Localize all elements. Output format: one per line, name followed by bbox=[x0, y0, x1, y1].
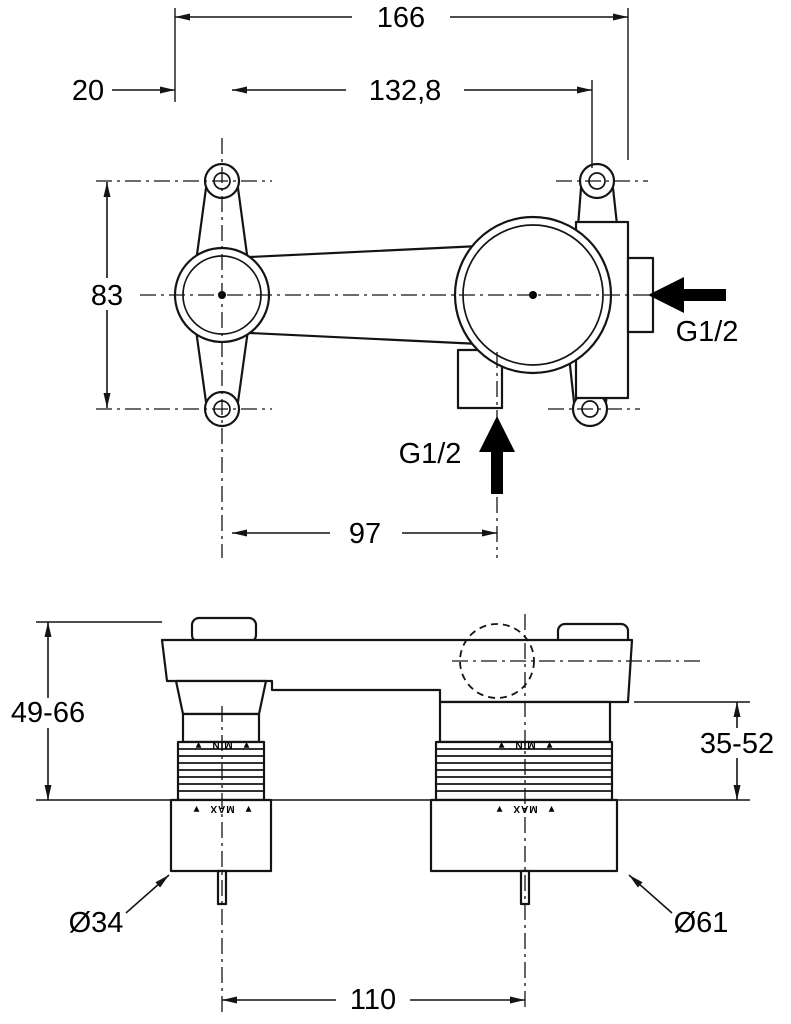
centerlines-section bbox=[221, 614, 700, 1012]
dim-total-width: 166 bbox=[174, 2, 629, 160]
dim-total-width-label: 166 bbox=[377, 2, 425, 34]
dim-depth-left-label: 49-66 bbox=[11, 697, 85, 729]
label-backing bbox=[346, 75, 464, 105]
left-leg-threads bbox=[178, 748, 264, 792]
label-backing bbox=[4, 698, 92, 728]
left-leg bbox=[169, 679, 273, 906]
set-screw-left bbox=[190, 616, 258, 644]
dim-depth-right: 35-52 bbox=[634, 701, 786, 800]
dim-hole-spacing: 132,8 bbox=[232, 75, 593, 168]
dim-dia-right: Ø61 bbox=[628, 874, 729, 939]
max-label: MAX bbox=[512, 803, 537, 814]
left-max-marking: ▼ MAX ▼ bbox=[191, 803, 254, 814]
max-marker-icon: ▼ bbox=[243, 803, 254, 814]
dim-edge-offset: 20 bbox=[72, 75, 175, 107]
min-marker-icon: ▼ bbox=[193, 739, 204, 750]
dim-outlet-spacing: 110 bbox=[222, 984, 525, 1016]
left-min-marking: ▼ MIN ▼ bbox=[193, 739, 252, 750]
right-min-marking: ▼ MIN ▼ bbox=[496, 739, 555, 750]
min-label: MIN bbox=[211, 739, 232, 750]
dim-depth-right-label: 35-52 bbox=[700, 728, 774, 760]
right-leg-sleeve bbox=[429, 798, 619, 873]
dim-edge-offset-label: 20 bbox=[72, 75, 104, 107]
front-view: 166 132,8 20 83 97 G1/2 bbox=[72, 2, 738, 558]
thread-side-label: G1/2 bbox=[676, 316, 739, 348]
dim-inlet-offset-label: 97 bbox=[349, 518, 381, 550]
min-label: MIN bbox=[514, 739, 535, 750]
label-backing bbox=[330, 517, 402, 549]
dim-hole-height-label: 83 bbox=[91, 280, 123, 312]
section-view: ▼ MIN ▼ ▼ MAX ▼ ▼ MIN ▼ ▼ MAX ▼ bbox=[4, 614, 786, 1016]
dim-dia-left: Ø34 bbox=[69, 874, 170, 939]
right-leg bbox=[429, 700, 619, 906]
dim-depth-left: 49-66 bbox=[4, 621, 162, 800]
left-leg-neck bbox=[181, 712, 261, 744]
label-backing bbox=[352, 2, 450, 32]
dim-inlet-offset: 97 bbox=[232, 517, 497, 550]
label-backing bbox=[336, 984, 410, 1014]
dim-hole-spacing-label: 132,8 bbox=[369, 75, 442, 107]
leader-line bbox=[628, 874, 673, 914]
max-label: MAX bbox=[209, 803, 234, 814]
flow-arrow-left-icon bbox=[648, 277, 726, 313]
dim-hole-height: 83 bbox=[80, 182, 134, 408]
max-marker-icon: ▼ bbox=[494, 803, 505, 814]
label-backing bbox=[80, 278, 134, 310]
max-marker-icon: ▼ bbox=[191, 803, 202, 814]
bottom-connection: G1/2 bbox=[399, 416, 515, 494]
depth-markings: ▼ MIN ▼ ▼ MAX ▼ ▼ MIN ▼ ▼ MAX ▼ bbox=[191, 739, 557, 814]
right-leg-threads bbox=[436, 748, 612, 792]
left-leg-sleeve bbox=[169, 798, 273, 873]
label-backing bbox=[692, 728, 786, 758]
thread-bottom-label: G1/2 bbox=[399, 438, 462, 470]
min-marker-icon: ▼ bbox=[496, 739, 507, 750]
min-marker-icon: ▼ bbox=[241, 739, 252, 750]
dim-dia-left-label: Ø34 bbox=[69, 907, 124, 939]
leader-line bbox=[125, 874, 170, 914]
right-max-marking: ▼ MAX ▼ bbox=[494, 803, 557, 814]
left-leg-funnel bbox=[174, 679, 268, 716]
flow-arrow-up-icon bbox=[479, 416, 515, 494]
dim-dia-right-label: Ø61 bbox=[674, 907, 729, 939]
max-marker-icon: ▼ bbox=[546, 803, 557, 814]
dim-outlet-spacing-label: 110 bbox=[350, 984, 396, 1016]
min-marker-icon: ▼ bbox=[544, 739, 555, 750]
side-connection: G1/2 bbox=[648, 277, 738, 348]
